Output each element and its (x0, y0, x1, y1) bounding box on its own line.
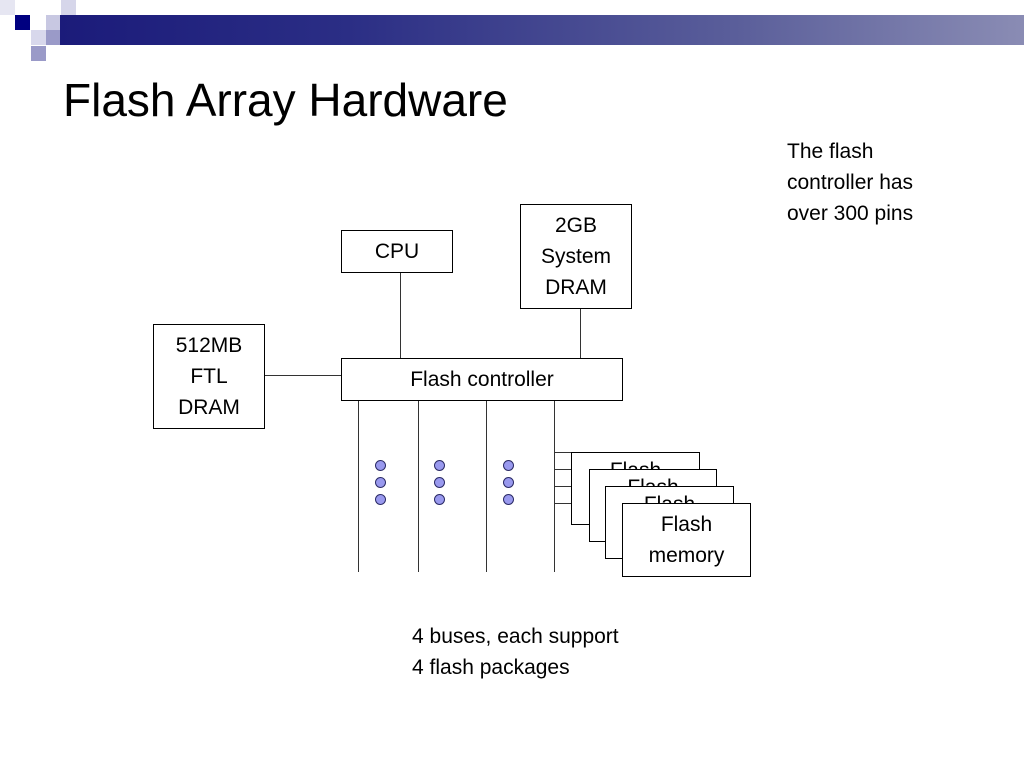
box-label: Flash (660, 513, 713, 536)
deco-square (0, 0, 15, 15)
dot (434, 494, 445, 505)
flash-controller-box: Flash controller (341, 358, 623, 401)
caption-line: 4 flash packages (412, 656, 570, 679)
side-note: The flash controller has over 300 pins (787, 136, 913, 229)
dot (375, 460, 386, 471)
bus-line (486, 400, 487, 572)
dot (434, 477, 445, 488)
caption-line: 4 buses, each support (412, 625, 619, 648)
deco-square (61, 0, 76, 15)
bus-tap (554, 452, 572, 453)
box-label: 2GB (554, 214, 597, 237)
deco-square (46, 15, 61, 30)
flash-package: Flash memory (622, 503, 751, 577)
dot (503, 460, 514, 471)
cpu-box: CPU (341, 230, 453, 273)
deco-square (15, 15, 30, 30)
dot (503, 477, 514, 488)
box-label: DRAM (545, 276, 607, 299)
dot (375, 494, 386, 505)
bus-line (358, 400, 359, 572)
deco-square (31, 30, 46, 45)
note-line: controller has (787, 171, 914, 194)
dot (434, 460, 445, 471)
box-label: Flash controller (410, 368, 554, 391)
system-dram-connector (580, 308, 581, 358)
system-dram-box: 2GB System DRAM (520, 204, 632, 309)
box-label: CPU (374, 240, 420, 263)
ftl-dram-connector (264, 375, 342, 376)
bus-line (418, 400, 419, 572)
deco-square (46, 30, 61, 45)
note-line: The flash (787, 140, 874, 163)
cpu-connector (400, 272, 401, 358)
box-label: DRAM (178, 396, 240, 419)
box-label: memory (648, 544, 725, 567)
header-bar (60, 15, 1024, 45)
dot (375, 477, 386, 488)
box-label: 512MB (175, 334, 243, 357)
box-label: FTL (190, 365, 228, 388)
deco-square (31, 46, 46, 61)
note-line: over 300 pins (787, 202, 914, 225)
box-label: System (540, 245, 611, 268)
ftl-dram-box: 512MB FTL DRAM (153, 324, 265, 429)
slide-title: Flash Array Hardware (63, 74, 508, 126)
diagram-caption: 4 buses, each support 4 flash packages (412, 621, 619, 683)
dot (503, 494, 514, 505)
